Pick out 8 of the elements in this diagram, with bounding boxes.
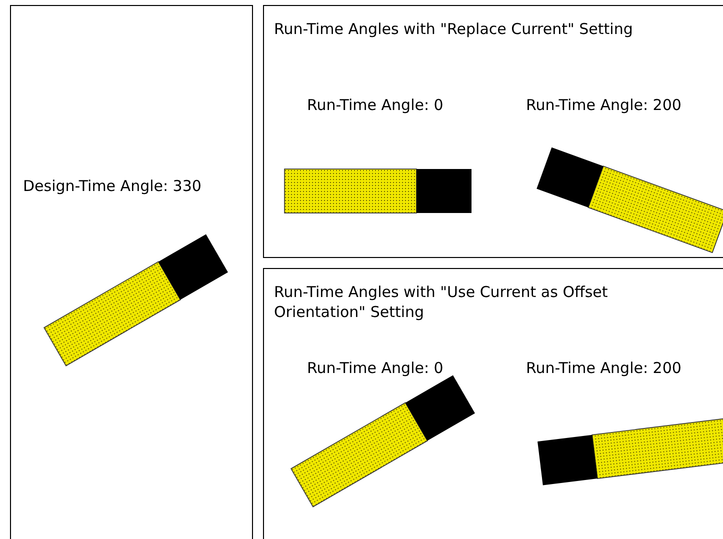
panel-heading: Run-Time Angles with "Replace Current" Setting [274,19,634,39]
panel-heading: Run-Time Angles with "Use Current as Offset Orientation" Setting [274,282,609,322]
angle-label: Run-Time Angle: 200 [526,95,682,115]
panel-heading: Design-Time Angle: 330 [23,176,202,196]
panel [10,5,253,539]
angle-label: Run-Time Angle: 200 [526,358,682,378]
angle-label: Run-Time Angle: 0 [307,95,444,115]
angle-label: Run-Time Angle: 0 [307,358,444,378]
